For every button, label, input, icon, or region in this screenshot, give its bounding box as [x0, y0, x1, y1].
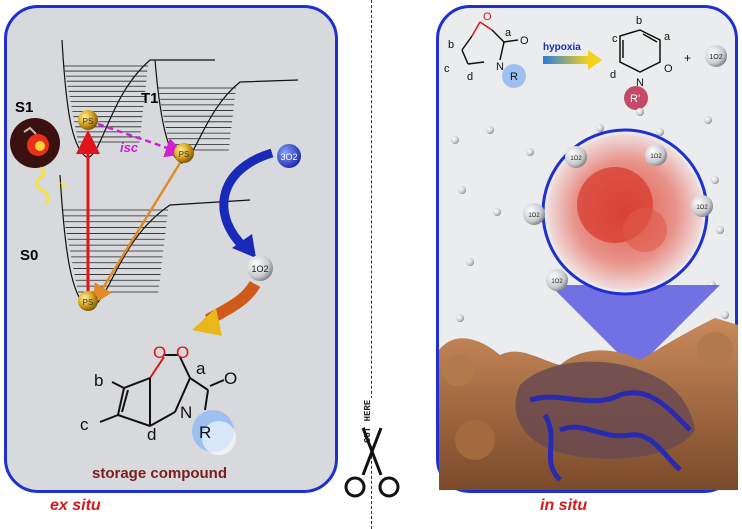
hypoxia-reaction: O a O b c d N R hypoxia b c a d O N R' + — [444, 11, 727, 110]
svg-text:R: R — [510, 71, 518, 83]
light-source-icon — [10, 118, 60, 168]
scissors-icon — [344, 427, 400, 498]
energy-transfer-arrow — [219, 148, 274, 252]
s1-label: S1 — [15, 99, 33, 116]
svg-text:b: b — [94, 371, 103, 390]
triplet-oxygen: 3O2 — [277, 144, 301, 168]
svg-text:PS: PS — [83, 117, 94, 126]
storage-compound-label: storage compound — [92, 465, 227, 482]
svg-text:1O2: 1O2 — [709, 54, 722, 61]
t1-vibrational-levels — [158, 87, 236, 151]
svg-text:R': R' — [630, 93, 640, 105]
released-singlet-oxygen: 1O2 — [705, 45, 727, 67]
svg-text:c: c — [612, 33, 618, 45]
svg-text:a: a — [196, 359, 206, 378]
svg-text:R: R — [199, 423, 211, 442]
ps-molecule-s1: PS — [78, 110, 98, 130]
svg-text:O: O — [224, 369, 237, 388]
svg-text:b: b — [636, 15, 642, 27]
svg-text:1O2: 1O2 — [650, 154, 662, 160]
tumor-cell-magnified — [541, 128, 720, 370]
svg-text:PS: PS — [83, 298, 94, 307]
blood-vessels — [529, 390, 692, 482]
t1-potential-curve — [154, 59, 299, 164]
magnifier-cone — [550, 285, 720, 370]
ps-molecule-s0: PS — [78, 291, 98, 311]
svg-text:N: N — [180, 403, 192, 422]
svg-text:1O2: 1O2 — [551, 279, 563, 285]
scattered-oxygen-particles — [451, 108, 729, 322]
cut-line — [371, 0, 372, 529]
svg-text:1O2: 1O2 — [528, 213, 540, 219]
hv-label: hν — [58, 180, 69, 191]
light-wave-icon — [35, 166, 50, 205]
svg-text:PS: PS — [179, 150, 190, 159]
s1-vibrational-levels — [64, 65, 148, 143]
t1-label: T1 — [141, 90, 159, 107]
svg-text:1O2: 1O2 — [251, 264, 268, 274]
ex-situ-caption: ex situ — [50, 497, 101, 514]
svg-text:N: N — [496, 61, 504, 73]
tumor-tissue — [439, 318, 738, 490]
pyridone-structure: b c a d O N R' — [610, 15, 673, 110]
ps-molecule-t1: PS — [174, 143, 194, 163]
svg-text:O: O — [483, 11, 492, 23]
endoperoxide-structure: O a O b c d N R — [444, 11, 529, 88]
svg-text:3O2: 3O2 — [280, 152, 297, 162]
svg-text:N: N — [636, 77, 644, 89]
storage-compound-structure: O O a O b c d N R — [80, 343, 237, 455]
svg-text:O: O — [153, 343, 166, 362]
hypoxia-label: hypoxia — [543, 42, 581, 53]
hypoxia-arrowhead — [588, 50, 602, 70]
svg-text:O: O — [176, 343, 189, 362]
singlet-oxygen-left: 1O2 — [247, 255, 273, 281]
s0-label: S0 — [20, 247, 38, 264]
ex-situ-panel — [4, 5, 338, 493]
cell-singlet-oxygen: 1O2 1O2 1O2 1O2 1O2 — [523, 144, 713, 291]
relaxation-arrow — [92, 162, 182, 305]
s0-vibrational-levels — [62, 209, 168, 293]
svg-text:c: c — [444, 63, 450, 75]
svg-text:b: b — [448, 39, 454, 51]
svg-text:d: d — [467, 71, 473, 83]
svg-text:a: a — [664, 31, 671, 43]
svg-text:c: c — [80, 415, 89, 434]
svg-text:O: O — [664, 63, 673, 75]
svg-text:d: d — [610, 69, 616, 81]
svg-text:1O2: 1O2 — [696, 205, 708, 211]
hypoxia-arrow-shaft — [543, 56, 588, 64]
plus-sign: + — [684, 51, 691, 65]
svg-text:a: a — [505, 27, 512, 39]
svg-text:1O2: 1O2 — [570, 156, 582, 162]
trapping-arrowhead — [192, 308, 222, 336]
in-situ-caption: in situ — [540, 497, 588, 514]
isc-label: isc — [120, 140, 139, 155]
jablonski-diagram: S1 T1 S0 isc PS PS PS hν 3O2 — [10, 39, 301, 482]
energy-transfer-arrowhead — [232, 234, 256, 258]
isc-arrow — [97, 122, 186, 158]
svg-text:O: O — [520, 35, 529, 47]
svg-text:d: d — [147, 425, 156, 444]
